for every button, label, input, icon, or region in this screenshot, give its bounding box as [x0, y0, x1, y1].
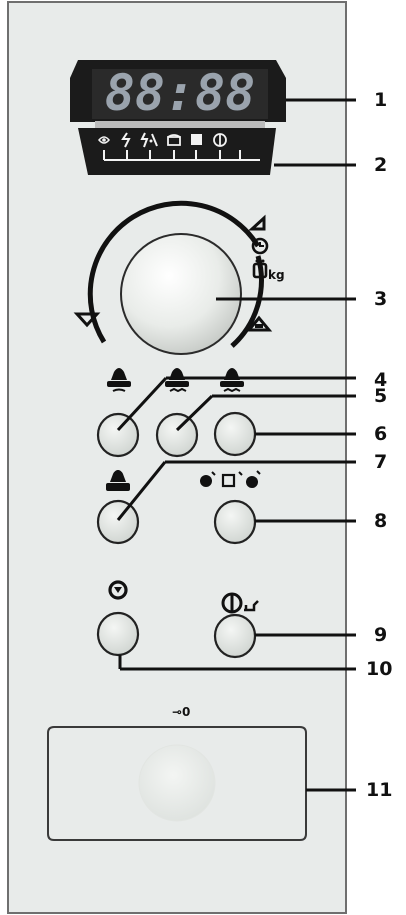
callout-5: 5 — [374, 385, 387, 407]
callout-6: 6 — [374, 423, 387, 445]
microwave-button[interactable] — [96, 412, 140, 458]
callout-9: 9 — [374, 624, 387, 646]
start-indicator-icon — [213, 133, 227, 147]
start-quick-icon — [221, 592, 259, 614]
quick-defrost-button[interactable] — [213, 499, 257, 545]
callout-8: 8 — [374, 510, 387, 532]
weight-defrost-icon: kg — [252, 259, 285, 282]
indicator-tick-bar — [103, 150, 260, 161]
control-knob[interactable] — [120, 233, 242, 355]
display-strip — [95, 121, 265, 128]
callout-10: 10 — [366, 658, 392, 680]
defrost-icon — [167, 134, 181, 146]
indicator-icons — [98, 132, 227, 148]
door-release-recess — [47, 726, 307, 841]
start-button[interactable] — [213, 613, 257, 659]
grill-mode-icon — [121, 132, 131, 148]
knob-arc-left — [87, 200, 261, 344]
callout-3: 3 — [374, 288, 387, 310]
svg-text:kg: kg — [268, 268, 285, 282]
auto-cook-button[interactable] — [96, 499, 140, 545]
leader-lines — [116, 98, 356, 792]
door-release-button[interactable] — [138, 744, 216, 822]
callout-4: 4 — [374, 369, 387, 391]
grill-button[interactable] — [155, 412, 199, 458]
auto-cook-icon — [106, 470, 130, 491]
stop-cancel-icon — [108, 580, 128, 600]
knob-arc-right — [230, 255, 264, 348]
control-knob-group — [87, 200, 264, 355]
clock-icon — [251, 237, 269, 255]
callout-2: 2 — [374, 154, 387, 176]
power-level-icon — [248, 214, 266, 231]
callout-1: 1 — [374, 89, 387, 111]
microwave-function-icon — [107, 368, 131, 392]
callout-11: 11 — [366, 779, 392, 801]
combi-mode-icon — [140, 132, 158, 148]
increase-arrow-icon — [245, 315, 273, 332]
microwave-mode-icon — [98, 136, 110, 144]
combi-button[interactable] — [213, 411, 257, 457]
quick-defrost-icons — [200, 470, 261, 488]
weight-icon — [191, 134, 202, 145]
callout-7: 7 — [374, 451, 387, 473]
door-lock-label: ⊸0 — [172, 705, 190, 719]
display-housing: 88:88 — [70, 60, 286, 175]
decrease-arrow-icon — [73, 312, 101, 328]
stop-cancel-button[interactable] — [96, 611, 140, 657]
display-digits: 88:88 — [105, 64, 256, 122]
